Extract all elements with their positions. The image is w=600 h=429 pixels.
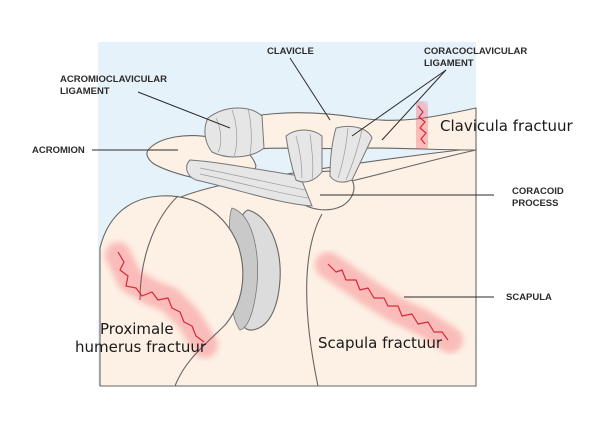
acromioclavicular-ligament	[204, 107, 265, 158]
label-humerus-fractuur-line2: humerus fractuur	[75, 338, 207, 356]
leader-clavicle	[289, 57, 331, 121]
humerus-fracture-mark	[105, 242, 218, 358]
label-scapula-fractuur: Scapula fractuur	[318, 334, 443, 352]
label-coracoid-process-line2: PROCESS	[512, 198, 558, 209]
label-coracoclavicular-ligament-line1: CORACOCLAVICULAR	[424, 46, 527, 57]
leader-acromioclavicular	[137, 91, 231, 129]
label-acromioclavicular-ligament-line1: ACROMIOCLAVICULAR	[60, 74, 167, 85]
scapula-fracture-mark	[315, 252, 463, 353]
coracoclavicular-ligament-conoid	[329, 125, 373, 183]
label-coracoclavicular-ligament-line2: LIGAMENT	[424, 58, 474, 69]
label-scapula: SCAPULA	[506, 292, 552, 303]
clavicle-fracture-mark	[407, 97, 437, 153]
scapula-contour	[306, 213, 323, 387]
label-acromion: ACROMION	[32, 145, 85, 156]
label-humerus-fractuur-line1: Proximale	[100, 320, 174, 338]
leader-coracoclavicular-a	[351, 69, 447, 137]
label-coracoid-process-line1: CORACOID	[512, 186, 564, 197]
label-acromioclavicular-ligament-line2: LIGAMENT	[60, 86, 110, 97]
label-clavicle: CLAVICLE	[267, 46, 314, 57]
label-clavicula-fractuur: Clavicula fractuur	[440, 117, 574, 135]
leader-coracoclavicular-b	[381, 69, 447, 141]
